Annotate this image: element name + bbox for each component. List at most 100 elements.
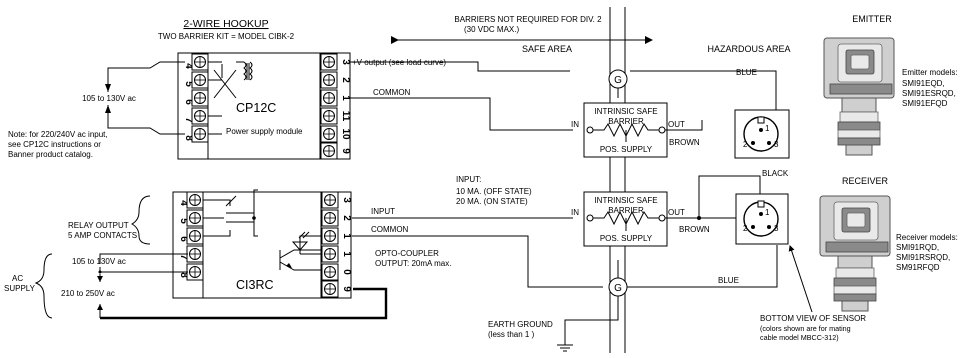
screw-terminal-icon bbox=[186, 191, 204, 209]
opto-coupler-icon bbox=[279, 231, 322, 272]
cp12c-right-terminals: 3 2 1 11 10 9 bbox=[320, 53, 351, 160]
pin-1: 1 bbox=[765, 208, 770, 217]
terminal-number: 2 bbox=[341, 215, 352, 221]
barrier-out-terminal bbox=[658, 214, 666, 222]
terminal-number: 8 bbox=[178, 272, 189, 278]
cp12c-note-line2: see CP12C instructions or bbox=[8, 140, 101, 149]
terminal-number: 7 bbox=[183, 117, 194, 123]
cp12c-input-wiring: 105 to 130V ac Note: for 220/240V ac inp… bbox=[8, 61, 185, 159]
bottom-view-line3: cable model MBCC-312) bbox=[760, 333, 839, 342]
barrier-bottom-supply: POS. SUPPLY bbox=[600, 234, 653, 243]
screw-terminal-icon bbox=[191, 53, 209, 71]
black-wire bbox=[698, 175, 761, 218]
ci3rc-common-label: COMMON bbox=[371, 225, 409, 234]
screw-terminal-icon bbox=[320, 107, 338, 125]
bottom-view-line1: BOTTOM VIEW OF SENSOR bbox=[760, 314, 866, 323]
high-voltage-wire bbox=[100, 287, 388, 320]
pin-2: 2 bbox=[743, 224, 748, 233]
screw-terminal-icon bbox=[321, 191, 339, 209]
cp12c-description: Power supply module bbox=[226, 127, 303, 136]
barrier-bottom: INTRINSIC SAFE BARRIER POS. SUPPLY IN OU… bbox=[571, 191, 685, 247]
ci3rc-left-wiring: RELAY OUTPUT 5 AMP CONTACTS 105 to 130V … bbox=[4, 195, 388, 320]
screw-terminal-icon bbox=[186, 209, 204, 227]
input-spec-line3: 20 MA. (ON STATE) bbox=[456, 197, 528, 206]
bottom-view-line2: (colors shown are for mating bbox=[760, 324, 851, 333]
screw-terminal-icon bbox=[320, 142, 338, 160]
barrier-in-terminal bbox=[586, 214, 594, 222]
receiver-title: RECEIVER bbox=[842, 176, 889, 186]
barrier-top-supply: POS. SUPPLY bbox=[600, 145, 653, 154]
terminal-number: 4 bbox=[183, 63, 194, 69]
barrier-out-terminal bbox=[658, 126, 666, 134]
barrier-note-line1: BARRIERS NOT REQUIRED FOR DIV. 2 bbox=[454, 15, 602, 24]
blue-wire-bottom bbox=[627, 245, 778, 288]
screw-terminal-icon bbox=[321, 280, 339, 298]
terminal-number: 4 bbox=[178, 200, 189, 206]
barrier-bottom-out: OUT bbox=[668, 208, 685, 217]
relay-brace bbox=[130, 195, 151, 245]
screw-terminal-icon bbox=[321, 209, 339, 227]
top-out-wire bbox=[665, 120, 703, 131]
barrier-top-line1: INTRINSIC SAFE bbox=[594, 107, 657, 116]
terminal-number: 3 bbox=[341, 197, 352, 203]
screw-terminal-icon bbox=[191, 89, 209, 107]
barrier-bottom-line1: INTRINSIC SAFE bbox=[594, 196, 657, 205]
wire-blue-top: BLUE bbox=[736, 68, 757, 77]
receiver-model-2: SMI91RSRQD, bbox=[896, 253, 950, 262]
screw-terminal-icon bbox=[191, 107, 209, 125]
emitter-sensor: EMITTER Emitter models: SMI91EQD, SMI91E… bbox=[823, 14, 958, 156]
terminal-number: 8 bbox=[183, 135, 194, 141]
wire-brown-bottom: BROWN bbox=[679, 225, 710, 234]
diagram-subtitle: TWO BARRIER KIT = MODEL CIBK-2 bbox=[158, 32, 295, 41]
ground-terminal-bottom: G bbox=[608, 260, 628, 297]
barrier-bottom-in: IN bbox=[571, 208, 579, 217]
screw-terminal-icon bbox=[186, 263, 204, 281]
ac-supply-line2: SUPPLY bbox=[4, 284, 36, 293]
screw-terminal-icon bbox=[320, 89, 338, 107]
screw-terminal-icon bbox=[321, 263, 339, 281]
pin-2: 2 bbox=[743, 140, 748, 149]
header: 2-WIRE HOOKUP TWO BARRIER KIT = MODEL CI… bbox=[158, 18, 295, 41]
ground-terminal-top: G bbox=[608, 69, 628, 98]
transformer-icon bbox=[208, 61, 253, 135]
terminal-number: 3 bbox=[340, 59, 351, 65]
barrier-bottom-line2: BARRIER bbox=[608, 206, 644, 215]
screw-terminal-icon bbox=[321, 227, 339, 245]
barrier-note-line2: (30 VDC MAX.) bbox=[464, 25, 519, 34]
relay-output-line2: 5 AMP CONTACTS bbox=[68, 231, 137, 240]
pin-3: 3 bbox=[774, 140, 779, 149]
voltage-low-label: 105 to 130V ac bbox=[72, 257, 126, 266]
cp12c-output-wiring: +V output (see load curve) COMMON bbox=[350, 58, 573, 131]
relay-contacts-icon bbox=[203, 189, 258, 237]
cp12c-voltage-label: 105 to 130V ac bbox=[82, 94, 136, 103]
voltage-high-label: 210 to 250V ac bbox=[61, 289, 115, 298]
pin-3: 3 bbox=[774, 224, 779, 233]
terminal-number: 10 bbox=[340, 128, 351, 140]
ac-supply-brace bbox=[34, 253, 53, 319]
cp12c-common-label: COMMON bbox=[373, 88, 411, 97]
cp12c-left-terminals: 4 5 6 7 8 bbox=[183, 53, 209, 143]
terminal-number: 6 bbox=[183, 99, 194, 105]
input-spec-line1: INPUT: bbox=[456, 175, 481, 184]
cp12c-module: 4 5 6 7 8 3 2 1 11 10 9 bbox=[177, 52, 351, 160]
cp12c-note-line1: Note: for 220/240V ac input, bbox=[8, 130, 108, 139]
ground-letter: G bbox=[614, 283, 622, 294]
barrier-top-line2: BARRIER bbox=[608, 117, 644, 126]
relay-output-line1: RELAY OUTPUT bbox=[68, 221, 129, 230]
earth-ground: EARTH GROUND (less than 1 ) bbox=[488, 296, 619, 352]
receiver-model-3: SM91RFQD bbox=[896, 263, 940, 272]
ci3rc-right-terminals: 3 2 1 1 0 9 bbox=[321, 191, 352, 298]
terminal-number: 9 bbox=[341, 286, 352, 292]
barrier-top: INTRINSIC SAFE BARRIER POS. SUPPLY IN OU… bbox=[571, 102, 685, 158]
wire-black: BLACK bbox=[762, 169, 789, 178]
terminal-number: 0 bbox=[341, 269, 352, 275]
emitter-model-2: SMI91ESRQD, bbox=[902, 89, 956, 98]
receiver-model-1: SMI91RQD, bbox=[896, 243, 939, 252]
wire-brown-top: BROWN bbox=[669, 138, 700, 147]
earth-ground-line1: EARTH GROUND bbox=[488, 320, 553, 329]
ground-letter: G bbox=[614, 75, 622, 86]
connector-top: 1 2 3 bbox=[734, 109, 790, 159]
screw-terminal-icon bbox=[321, 245, 339, 263]
terminal-number: 1 bbox=[341, 233, 352, 239]
